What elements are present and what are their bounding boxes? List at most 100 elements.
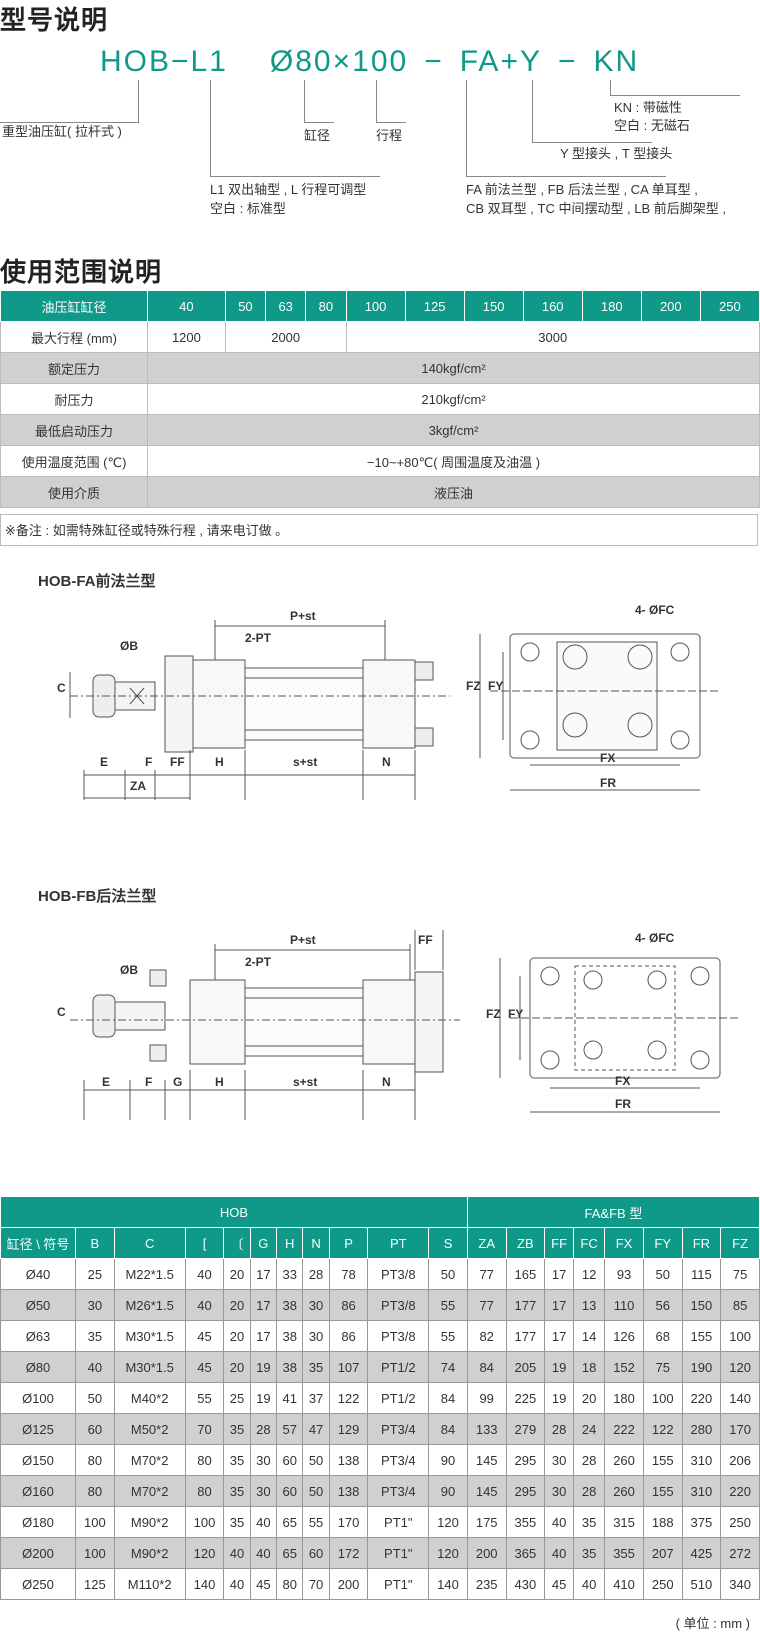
dims-col-header: FC [572,1227,606,1259]
section-title-model: 型号说明 [0,5,109,35]
dims-cell: 38 [276,1289,304,1321]
dim-n: N [382,1075,391,1089]
dims-cell: Ø40 [0,1258,76,1290]
dims-cell: 28 [249,1413,278,1445]
usage-header-cell: 200 [640,290,701,322]
usage-row-label: 使用温度范围 (℃) [0,445,148,477]
dims-cell: 122 [328,1382,369,1414]
dims-cell: 138 [328,1475,369,1507]
leader-line [304,122,334,123]
dims-cell: Ø160 [0,1475,76,1507]
dim-fr: FR [600,776,616,790]
dim-fc: 4- ØFC [635,931,675,945]
dims-cell: 14 [572,1320,606,1352]
label-cb: CB 双耳型 , TC 中间摆动型 , LB 前后脚架型 , [466,201,727,216]
dims-cell: 155 [642,1475,683,1507]
dims-cell: Ø100 [0,1382,76,1414]
dims-cell: 80 [75,1444,115,1476]
dims-cell: 82 [466,1320,507,1352]
dims-cell: M90*2 [113,1537,186,1569]
dims-col-header: ZB [505,1227,546,1259]
usage-row-label: 使用介质 [0,476,148,508]
dims-cell: 140 [428,1568,468,1600]
dims-cell: 205 [505,1351,546,1383]
dims-cell: 30 [249,1444,278,1476]
usage-note: ※备注 : 如需特殊缸径或特殊行程 , 请来电订做 。 [0,514,758,546]
leader-line [532,142,652,143]
usage-row: 最大行程 (mm) 1200 2000 3000 [0,321,760,353]
dims-cell: 250 [720,1506,760,1538]
dims-cell: 35 [223,1475,251,1507]
dims-cell: 30 [544,1475,574,1507]
dims-cell: PT1/2 [367,1382,430,1414]
dims-cell: 35 [223,1444,251,1476]
dims-cell: 295 [505,1444,546,1476]
dims-cell: 272 [720,1537,760,1569]
dims-cell: PT1" [367,1568,430,1600]
dims-cell: 45 [544,1568,574,1600]
dims-cell: 200 [466,1537,507,1569]
dims-cell: 70 [184,1413,225,1445]
usage-cell: 2000 [224,321,347,353]
dims-cell: 75 [720,1258,760,1290]
dims-cell: 45 [184,1320,225,1352]
dims-cell: 120 [428,1537,468,1569]
dim-g: G [173,1075,182,1089]
dims-cell: 100 [184,1506,225,1538]
dims-cell: 177 [505,1289,546,1321]
dims-cell: 225 [505,1382,546,1414]
dims-cell: 84 [428,1382,468,1414]
front-flange [164,655,194,753]
dims-cell: 84 [466,1351,507,1383]
dims-cell: 24 [572,1413,606,1445]
cap-cover [362,659,416,749]
dims-col-header: P [328,1227,369,1259]
dims-cell: 50 [302,1444,330,1476]
dim-h: H [215,1075,224,1089]
dims-cell: 20 [223,1351,251,1383]
leader-line [532,80,533,142]
dims-cell: 100 [720,1320,760,1352]
dims-cell: 140 [184,1568,225,1600]
dims-cell: 410 [604,1568,644,1600]
dims-cell: 60 [75,1413,115,1445]
dims-cell: 45 [249,1568,278,1600]
dims-cell: 28 [572,1475,606,1507]
dims-cell: PT3/4 [367,1444,430,1476]
dim-s-st: s+st [293,1075,317,1089]
dims-cell: 180 [604,1382,644,1414]
dims-cell: 41 [276,1382,304,1414]
dim-fz: FZ [466,679,481,693]
dim-e: E [100,755,108,769]
usage-cell: 140kgf/cm² [147,352,760,384]
dims-col-header: N [302,1227,330,1259]
dims-cell: 122 [642,1413,683,1445]
model-bore: Ø80 [269,45,333,78]
dims-cell: 25 [223,1382,251,1414]
usage-cell: 1200 [147,321,226,353]
dims-cell: 222 [604,1413,644,1445]
dims-cell: 35 [302,1351,330,1383]
dims-cell: 375 [681,1506,722,1538]
dims-cell: 295 [505,1475,546,1507]
dims-cell: 129 [328,1413,369,1445]
dim-c: C [57,1005,66,1019]
dims-cell: 40 [223,1568,251,1600]
dims-col-header: ZA [466,1227,507,1259]
dims-cell: 177 [505,1320,546,1352]
dims-cell: 310 [681,1475,722,1507]
dims-cell: 365 [505,1537,546,1569]
dims-cell: 17 [544,1289,574,1321]
dims-cell: 19 [544,1351,574,1383]
dims-cell: 28 [572,1444,606,1476]
dims-cell: 125 [75,1568,115,1600]
dims-cell: 40 [249,1537,278,1569]
dims-cell: 28 [302,1258,330,1290]
dims-cell: M110*2 [113,1568,186,1600]
dims-col-header: FY [642,1227,683,1259]
dims-cell: PT3/8 [367,1320,430,1352]
dims-cell: 133 [466,1413,507,1445]
